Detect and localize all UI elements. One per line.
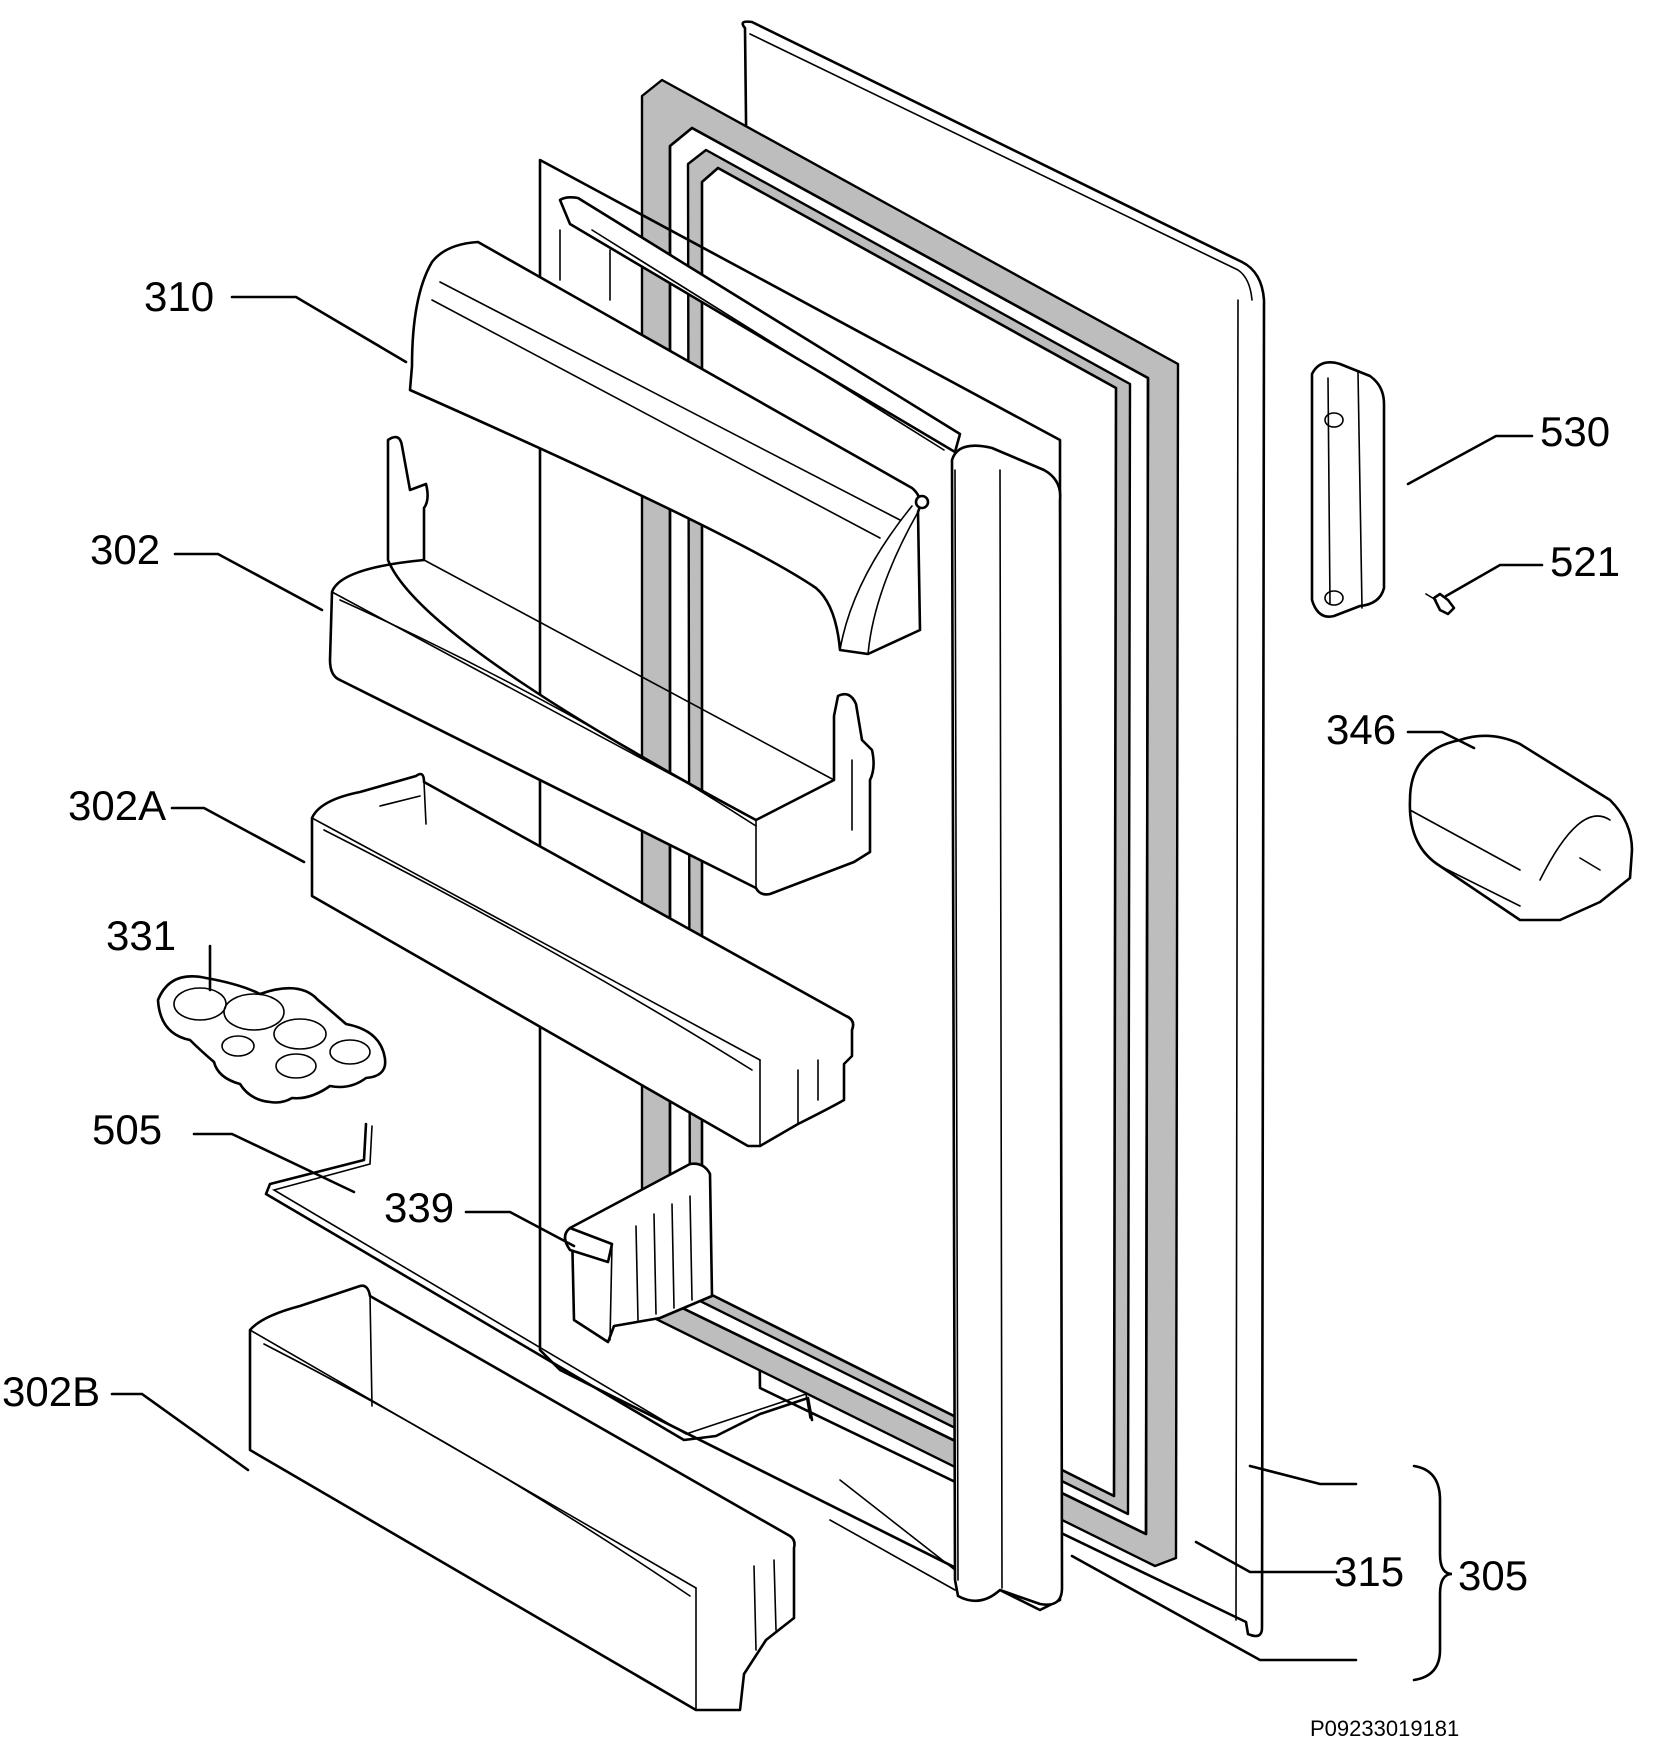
part-346-cover [1408, 734, 1634, 922]
part-339-divider [563, 1162, 714, 1344]
part-331-egg-tray [156, 975, 387, 1104]
part-labels: 310 302 302A 331 505 339 302B 530 521 34… [2, 273, 1620, 1599]
part-302B-bottle-shelf [248, 1284, 796, 1712]
label-530: 530 [1540, 408, 1610, 455]
label-521: 521 [1550, 538, 1620, 585]
drawing-code: P09233019181 [1310, 1716, 1459, 1741]
label-310: 310 [144, 273, 214, 320]
label-339: 339 [384, 1184, 454, 1231]
part-530-hinge [1310, 361, 1386, 618]
part-505-wire-rail [264, 1122, 814, 1442]
label-302B: 302B [2, 1368, 100, 1415]
label-305: 305 [1458, 1552, 1528, 1599]
part-302-shelf [328, 435, 875, 896]
label-315: 315 [1334, 1548, 1404, 1595]
part-302A-shelf [310, 772, 855, 1148]
label-505: 505 [92, 1106, 162, 1153]
part-521-screw [1425, 592, 1456, 616]
label-302A: 302A [68, 782, 166, 829]
label-346: 346 [1326, 706, 1396, 753]
label-302: 302 [90, 526, 160, 573]
part-310-cover [408, 240, 930, 656]
door-inner-liner [538, 158, 1064, 1612]
leader-lines [110, 295, 1544, 1682]
label-331: 331 [106, 912, 176, 959]
